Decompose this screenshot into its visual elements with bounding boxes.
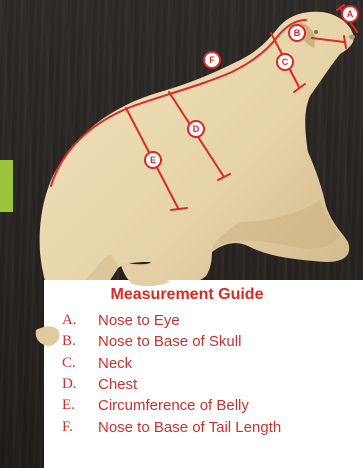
legend-item: D. Chest [62, 374, 281, 395]
legend-item-letter: D. [62, 376, 98, 393]
legend-item-label: Neck [98, 355, 132, 372]
callout-d-letter: D [193, 124, 200, 134]
legend-item: E. Circumference of Belly [62, 395, 281, 416]
legend-item-label: Circumference of Belly [98, 397, 249, 414]
legend-item-letter: B. [62, 333, 98, 350]
legend-title: Measurement Guide [72, 286, 302, 304]
legend-item-label: Nose to Eye [98, 312, 180, 329]
callout-f-badge: F [204, 52, 220, 68]
legend-item-letter: A. [62, 312, 98, 329]
callout-a-letter: A [347, 9, 354, 19]
dog-eye [314, 30, 318, 34]
callout-d-badge: D [188, 121, 204, 137]
legend-item-letter: E. [62, 397, 98, 414]
legend-list: A. Nose to Eye B. Nose to Base of Skull … [62, 310, 281, 438]
legend-item: F. Nose to Base of Tail Length [62, 416, 281, 437]
callout-f-letter: F [209, 55, 215, 65]
legend-item-label: Chest [98, 376, 137, 393]
callout-e-letter: E [150, 155, 156, 165]
legend-item: B. Nose to Base of Skull [62, 331, 281, 352]
legend-item-letter: C. [62, 355, 98, 372]
legend-item-letter: F. [62, 419, 98, 436]
callout-b-badge: B [289, 25, 305, 41]
callout-c-badge: C [277, 54, 293, 70]
legend-item-label: Nose to Base of Tail Length [98, 419, 281, 436]
legend-item-label: Nose to Base of Skull [98, 333, 241, 350]
legend-item: A. Nose to Eye [62, 310, 281, 331]
callout-b-letter: B [294, 28, 301, 38]
callout-c-letter: C [282, 57, 289, 67]
dog-nose [349, 35, 355, 40]
legend-item: C. Neck [62, 353, 281, 374]
callout-e-badge: E [145, 152, 161, 168]
callout-a-badge: A [342, 6, 358, 22]
